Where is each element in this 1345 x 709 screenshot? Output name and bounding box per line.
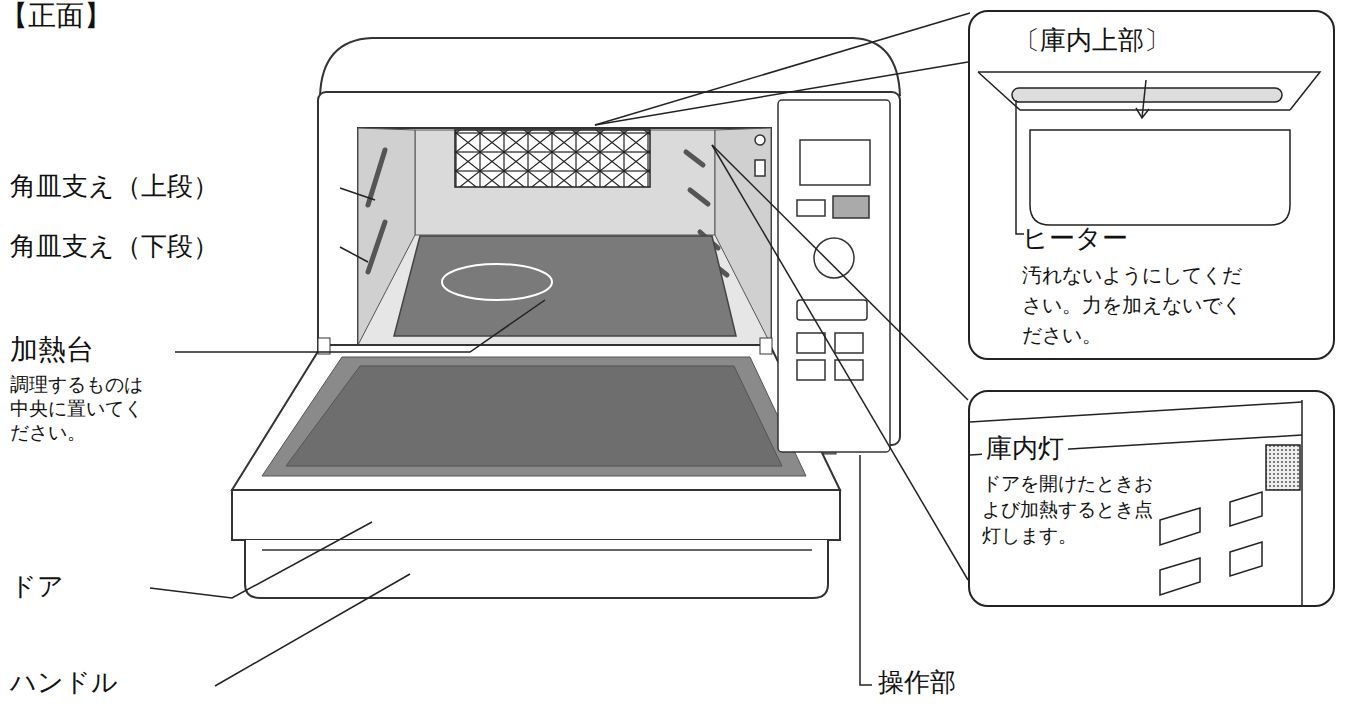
- door-handle: [262, 549, 812, 551]
- part-label: 角皿支え（下段）: [10, 232, 219, 262]
- ceiling-detail: [1136, 108, 1149, 118]
- lamp-detail: [1230, 542, 1262, 576]
- leader-line: [595, 62, 968, 125]
- control-panel: [835, 333, 863, 353]
- door-handle: [245, 540, 828, 598]
- control-panel: [797, 360, 825, 380]
- leader-line: [860, 455, 872, 685]
- diagram-title: 【正面】: [0, 0, 112, 32]
- ceiling-detail: [978, 72, 1320, 234]
- leader-line: [150, 522, 372, 598]
- oven-body: [320, 38, 900, 96]
- heating-plate: [442, 264, 552, 300]
- lamp-detail: [1160, 558, 1200, 595]
- heating-plate: [394, 236, 736, 336]
- leader-line: [712, 145, 968, 580]
- oven-door: [232, 490, 840, 540]
- control-panel: [833, 196, 869, 218]
- ceiling-detail: [1012, 88, 1282, 102]
- control-panel: [797, 200, 825, 216]
- leader-line: [340, 188, 375, 200]
- ceiling-detail: [1142, 80, 1146, 118]
- callout-heading: 〔庫内上部〕: [1010, 26, 1174, 56]
- control-panel: [814, 238, 854, 278]
- control-panel: [800, 140, 870, 185]
- oven-cavity: [358, 128, 771, 348]
- door-handle: [245, 540, 828, 598]
- leader-line: [340, 247, 368, 262]
- lamp-detail: [1230, 492, 1262, 526]
- leader-line: [175, 300, 545, 352]
- oven-door: [286, 366, 782, 466]
- ceiling-detail: [1030, 130, 1290, 225]
- lamp-detail: [1301, 400, 1303, 605]
- oven-cavity: [415, 130, 715, 235]
- lamp-detail: [1266, 445, 1300, 490]
- callout-text: ヒーター: [1022, 224, 1128, 254]
- control-panel: [797, 300, 867, 320]
- oven-door: [262, 357, 806, 476]
- lamp-detail: [970, 400, 1302, 605]
- ceiling-detail: [978, 72, 1290, 110]
- leader-line: [215, 574, 410, 686]
- note-text: 調理するものは中央に置いてください。: [10, 372, 155, 444]
- oven-cavity: [358, 128, 771, 348]
- control-panel: [778, 100, 890, 452]
- ceiling-detail: [978, 72, 1320, 110]
- oven-door: [232, 345, 840, 490]
- control-panel: [755, 100, 890, 452]
- lamp-detail: [1160, 508, 1200, 545]
- lamp-detail: [970, 402, 1302, 422]
- part-label: ドア: [10, 572, 64, 602]
- callout-text: 汚れないようにしてください。力を加えないでください。: [1022, 260, 1247, 350]
- part-label: 操作部: [878, 668, 956, 698]
- control-panel: [755, 135, 765, 145]
- shelf-rails: [368, 222, 385, 272]
- shelf-rails: [368, 150, 385, 205]
- shelf-rails: [690, 190, 708, 204]
- callout-box: 庫内灯ドアを開けたときおよび加熱するとき点灯します。: [968, 390, 1335, 607]
- oven-door: [760, 338, 772, 354]
- shelf-rails: [686, 152, 703, 165]
- part-label: 加熱台: [10, 334, 94, 366]
- part-label: 角皿支え（上段）: [10, 172, 219, 202]
- part-label: ハンドル: [10, 668, 118, 698]
- callout-text: ドアを開けたときおよび加熱するとき点灯します。: [982, 470, 1167, 548]
- ceiling-detail: [1016, 100, 1024, 234]
- leader-line: [595, 13, 970, 125]
- control-panel: [797, 333, 825, 353]
- callout-box: 〔庫内上部〕ヒーター汚れないようにしてください。力を加えないでください。: [968, 10, 1335, 360]
- leader-line: [150, 13, 970, 686]
- callout-heading: 庫内灯: [982, 434, 1068, 464]
- oven-cavity: [455, 130, 650, 187]
- heating-plate: [394, 236, 736, 336]
- oven-door: [232, 338, 840, 540]
- control-panel: [755, 160, 765, 176]
